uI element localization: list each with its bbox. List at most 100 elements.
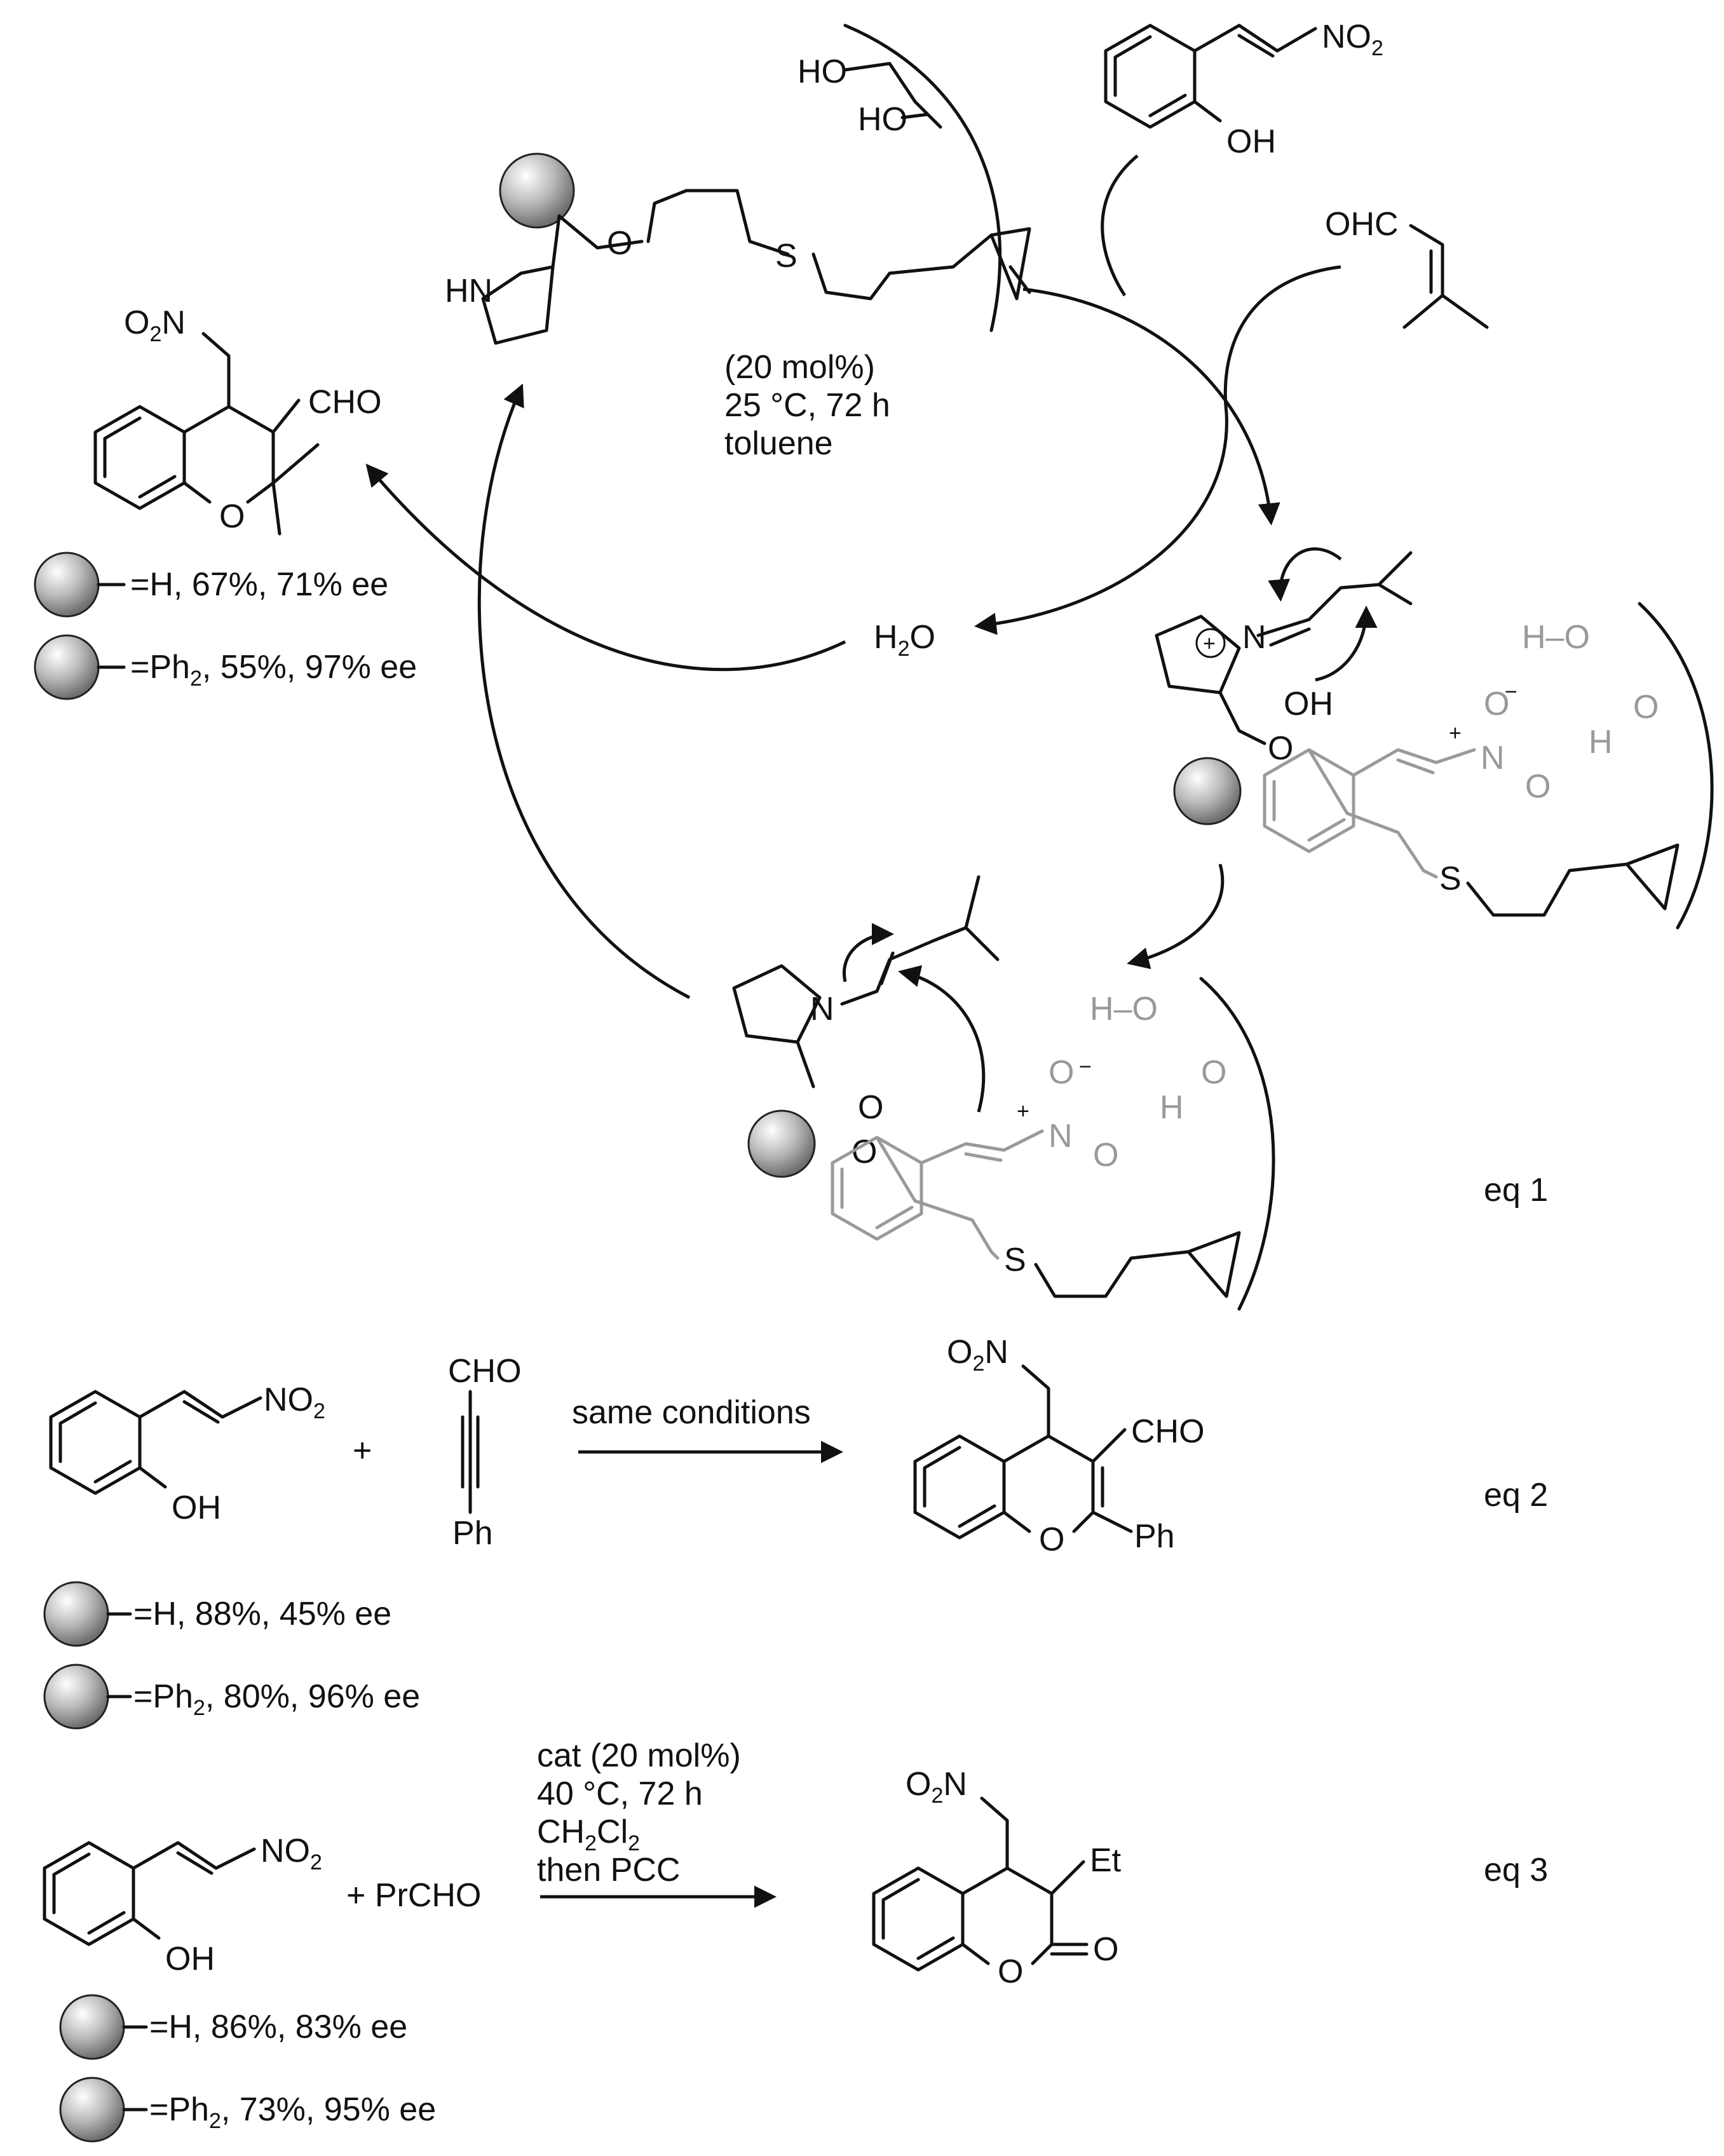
enamine-diene: [840, 875, 1000, 1006]
iminium-linker: [1218, 691, 1266, 745]
product-nitromethyl-bond: [201, 332, 231, 409]
iminium-plus: +: [1203, 632, 1216, 656]
eq1-label: eq 1: [1484, 1172, 1548, 1209]
enamine-sphere: [747, 1109, 816, 1178]
enamine-nitro-n: N: [1049, 1118, 1073, 1155]
cycle-arrow-left-up: [477, 383, 691, 1000]
eq3-sm-oh: OH: [165, 1941, 215, 1977]
eq3-prod-et: Et: [1090, 1842, 1122, 1879]
enamine-electron-arrow-2: [898, 965, 986, 1113]
cycle-arrow-to-product: [365, 463, 846, 672]
nitrostyrene-ring: [1104, 24, 1197, 129]
catalyst-diol-bonds: [843, 62, 942, 129]
eq2-prod-o2n: O2N: [947, 1334, 1008, 1376]
enamine-n: N: [810, 991, 834, 1027]
iminium-electron-arrow-2: [1315, 606, 1378, 682]
eq2-prod-chromene: [913, 1428, 1133, 1540]
iminium-h-o-top: H–O: [1522, 619, 1590, 656]
water-label: H2O: [874, 619, 935, 661]
enamine-nitro-plus: +: [1017, 1099, 1029, 1123]
iminium-n: N: [1242, 619, 1266, 656]
product-yield-ph2: =Ph2, 55%, 97% ee: [130, 649, 417, 691]
product-ring-o: O: [219, 498, 245, 535]
eq2-sm-vinyl: [138, 1390, 262, 1489]
catalyst-pocket-arc: [843, 24, 1002, 332]
eq3-cond-3: CH2Cl2: [537, 1814, 640, 1855]
nitrostyrene-oh: OH: [1226, 123, 1276, 160]
eq3-cond-1: cat (20 mol%): [537, 1737, 741, 1774]
eq2-prod-ph: Ph: [1134, 1518, 1175, 1555]
eq2-ynal-ph: Ph: [452, 1515, 493, 1552]
eq3-label: eq 3: [1484, 1852, 1548, 1888]
enal-reagent: OHC: [1325, 206, 1489, 329]
enamine-pyrrolidine: [732, 964, 822, 1044]
catalyst-hn: HN: [445, 273, 492, 309]
eq2-ynal-triple: [461, 1390, 480, 1514]
iminium-s: S: [1439, 860, 1462, 897]
product-sphere-h: [34, 552, 100, 618]
eq3-yield-ph2: =Ph2, 73%, 95% ee: [149, 2091, 436, 2133]
product-o2n: O2N: [124, 304, 186, 346]
enamine-s: S: [1004, 1242, 1026, 1278]
product-substituents: [271, 398, 320, 536]
eq2-ynal-cho: CHO: [448, 1353, 522, 1390]
eq2-yield-ph2: =Ph2, 80%, 96% ee: [133, 1678, 420, 1720]
catalyst-support-sphere: [499, 153, 575, 229]
eq3-cond-4: then PCC: [537, 1852, 680, 1888]
iminium-nitro-n: N: [1481, 740, 1505, 776]
eq3-cond-2: 40 °C, 72 h: [537, 1775, 703, 1812]
iminium-oh: OH: [1284, 686, 1333, 722]
eq3-sphere-ph2: [59, 2077, 125, 2143]
cycle-product: O2N CHO O =H, 67%, 71% ee =Ph2, 55%, 97%…: [34, 304, 417, 700]
enamine-nitro-o2: O: [1093, 1137, 1118, 1174]
eq3-prod-ring-o: O: [998, 1953, 1023, 1990]
catalyst-thioether-s: S: [775, 238, 798, 275]
iminium-electron-arrow-1: [1268, 547, 1342, 602]
eq2-arrow-label: same conditions: [572, 1394, 811, 1431]
eq2-sphere-ph2: [43, 1664, 109, 1730]
product-chroman-ring: [93, 405, 275, 510]
nitrostyrene-entry-arrow: [1101, 154, 1139, 297]
equation-3: NO2 OH + PrCHO cat (20 mol%) 40 °C, 72 h…: [43, 1737, 1548, 2143]
catalyst-bonds: [481, 189, 1031, 345]
enal-ohc: OHC: [1325, 206, 1399, 243]
enamine-electron-arrow-1: [843, 923, 894, 982]
enamine-thioether-chain: [875, 1136, 1000, 1260]
catalyst-structure: HO HO O S HN: [445, 24, 1031, 345]
cycle-arrow-upper-right: [1022, 287, 1280, 525]
product-yield-h: =H, 67%, 71% ee: [130, 566, 388, 603]
iminium-thioether-chain: [1307, 748, 1438, 879]
catalyst-ho-1: HO: [798, 53, 847, 90]
eq3-sphere-h: [59, 1994, 125, 2060]
iminium-h-mid: H: [1589, 724, 1613, 761]
cycle-arrow-right-down: [1127, 864, 1225, 970]
eq3-yield-h: =H, 86%, 83% ee: [149, 2009, 407, 2045]
eq2-sphere-h: [43, 1581, 109, 1647]
eq3-prod-carbonyl-o: O: [1093, 1931, 1118, 1968]
eq3-sm-no2: NO2: [261, 1833, 322, 1875]
iminium-dienyl: [1256, 551, 1413, 647]
eq3-prod-o2n: O2N: [906, 1766, 967, 1808]
catalyst-ether-o: O: [607, 225, 632, 262]
nitrostyrene-vinyl: [1193, 24, 1317, 58]
eq2-sm-no2: NO2: [264, 1381, 325, 1423]
iminium-plus-circle: [1195, 628, 1226, 658]
product-cho: CHO: [308, 384, 382, 421]
iminium-intermediate: + N OH O N O O − + H–O O H S: [1155, 547, 1714, 930]
nitrostyrene-no2: NO2: [1322, 18, 1383, 60]
eq2-yield-h: =H, 88%, 45% ee: [133, 1596, 391, 1632]
eq2-prod-cho: CHO: [1131, 1413, 1205, 1450]
enamine-o-mid: O: [1201, 1054, 1226, 1091]
nitrostyrene-oh-bond: [1193, 100, 1222, 123]
eq2-plus: +: [353, 1432, 372, 1469]
catalytic-cycle: HO HO O S HN (20 mol%) 25 °C, 72 h tolue…: [34, 18, 1714, 1311]
eq3-prod-nitromethyl: [980, 1796, 1009, 1870]
eq3-prod-chromanone: [872, 1860, 1089, 1972]
eq2-label: eq 2: [1484, 1477, 1548, 1514]
enamine-intermediate: N O O N O O − + H–O O H S: [732, 875, 1275, 1311]
enamine-pocket-arc: [1199, 977, 1275, 1311]
iminium-chain-2: [1466, 843, 1680, 917]
eq3-sm-vinyl: [132, 1841, 256, 1940]
iminium-pyrrolidine: [1155, 614, 1241, 695]
